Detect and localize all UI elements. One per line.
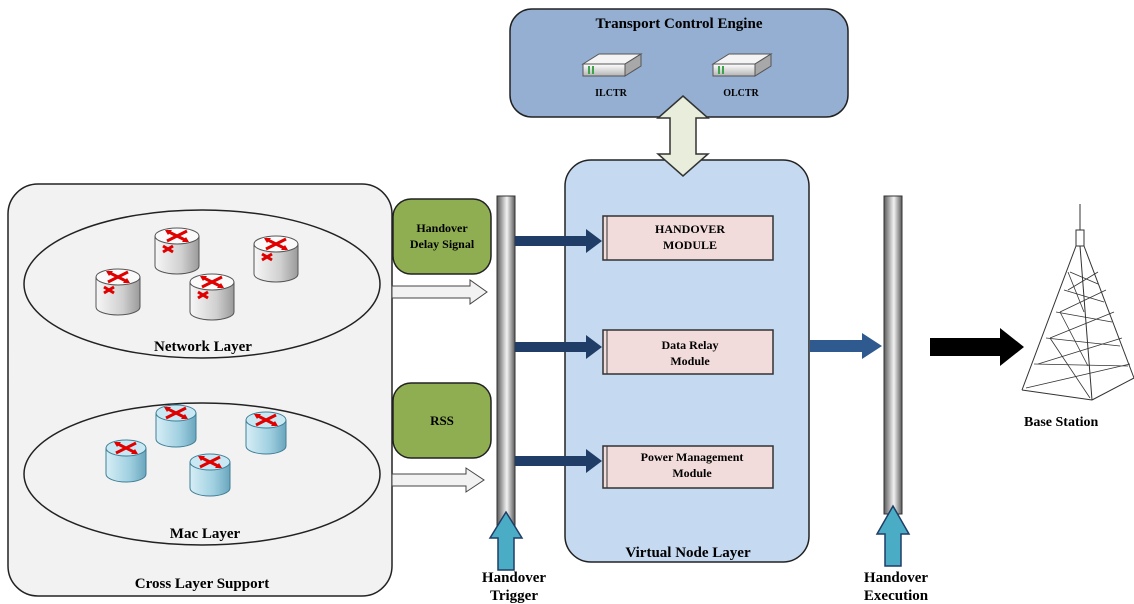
handover-trigger-bar xyxy=(496,195,516,539)
router-icon xyxy=(188,452,232,498)
vnode-to-execution-arrow xyxy=(810,333,882,359)
rss-signal-box: RSS xyxy=(392,382,492,459)
handover-trigger-line2: Trigger xyxy=(490,588,538,604)
mac-layer-label: Mac Layer xyxy=(170,526,241,542)
router-icon xyxy=(153,226,201,276)
rss-label: RSS xyxy=(430,413,454,428)
power-management-line2: Module xyxy=(672,466,712,480)
data-relay-module: Data Relay Module xyxy=(602,329,774,375)
cross-layer-support-panel: Cross Layer Support Network Layer Mac La… xyxy=(7,183,393,597)
ilctr-label: ILCTR xyxy=(595,88,627,99)
handover-trigger-line1: Handover xyxy=(482,570,547,586)
router-icon xyxy=(94,267,142,317)
handover-delay-line2: Delay Signal xyxy=(410,237,475,251)
handover-execution-line2: Execution xyxy=(864,588,929,604)
handover-module-line1: HANDOVER xyxy=(655,222,725,236)
router-icon xyxy=(244,410,288,456)
transport-control-engine: Transport Control Engine ILCTR OLCTR xyxy=(509,8,849,118)
engine-vnode-double-arrow xyxy=(656,95,710,177)
execution-to-base-station-arrow xyxy=(930,328,1024,366)
handover-delay-signal-box: Handover Delay Signal xyxy=(392,198,492,275)
virtual-node-title: Virtual Node Layer xyxy=(625,545,751,561)
data-relay-line2: Module xyxy=(670,354,710,368)
handover-module: HANDOVER MODULE xyxy=(602,215,774,261)
cross-layer-title: Cross Layer Support xyxy=(135,576,269,592)
handover-delay-line1: Handover xyxy=(416,221,468,235)
data-relay-line1: Data Relay xyxy=(662,338,719,352)
power-management-module: Power Management Module xyxy=(602,445,774,489)
router-icon xyxy=(188,272,236,322)
trigger-to-handover-arrow xyxy=(515,229,602,253)
router-icon xyxy=(104,438,148,484)
handover-execution-arrow xyxy=(875,504,911,567)
network-to-trigger-arrow xyxy=(391,279,488,305)
power-management-line1: Power Management xyxy=(641,450,744,464)
transport-engine-title: Transport Control Engine xyxy=(596,16,763,32)
olctr-label: OLCTR xyxy=(723,88,759,99)
handover-module-line2: MODULE xyxy=(663,238,717,252)
router-icon xyxy=(252,234,300,284)
trigger-to-data-relay-arrow xyxy=(515,335,602,359)
base-station-label: Base Station xyxy=(1024,415,1099,430)
tower-icon xyxy=(1021,204,1134,401)
trigger-to-power-arrow xyxy=(515,449,602,473)
handover-trigger-arrow xyxy=(488,510,524,571)
handover-execution-line1: Handover xyxy=(864,570,929,586)
router-icon xyxy=(154,403,198,449)
mac-to-trigger-arrow xyxy=(391,467,485,493)
handover-execution-bar xyxy=(883,195,903,515)
network-layer-label: Network Layer xyxy=(154,339,252,355)
